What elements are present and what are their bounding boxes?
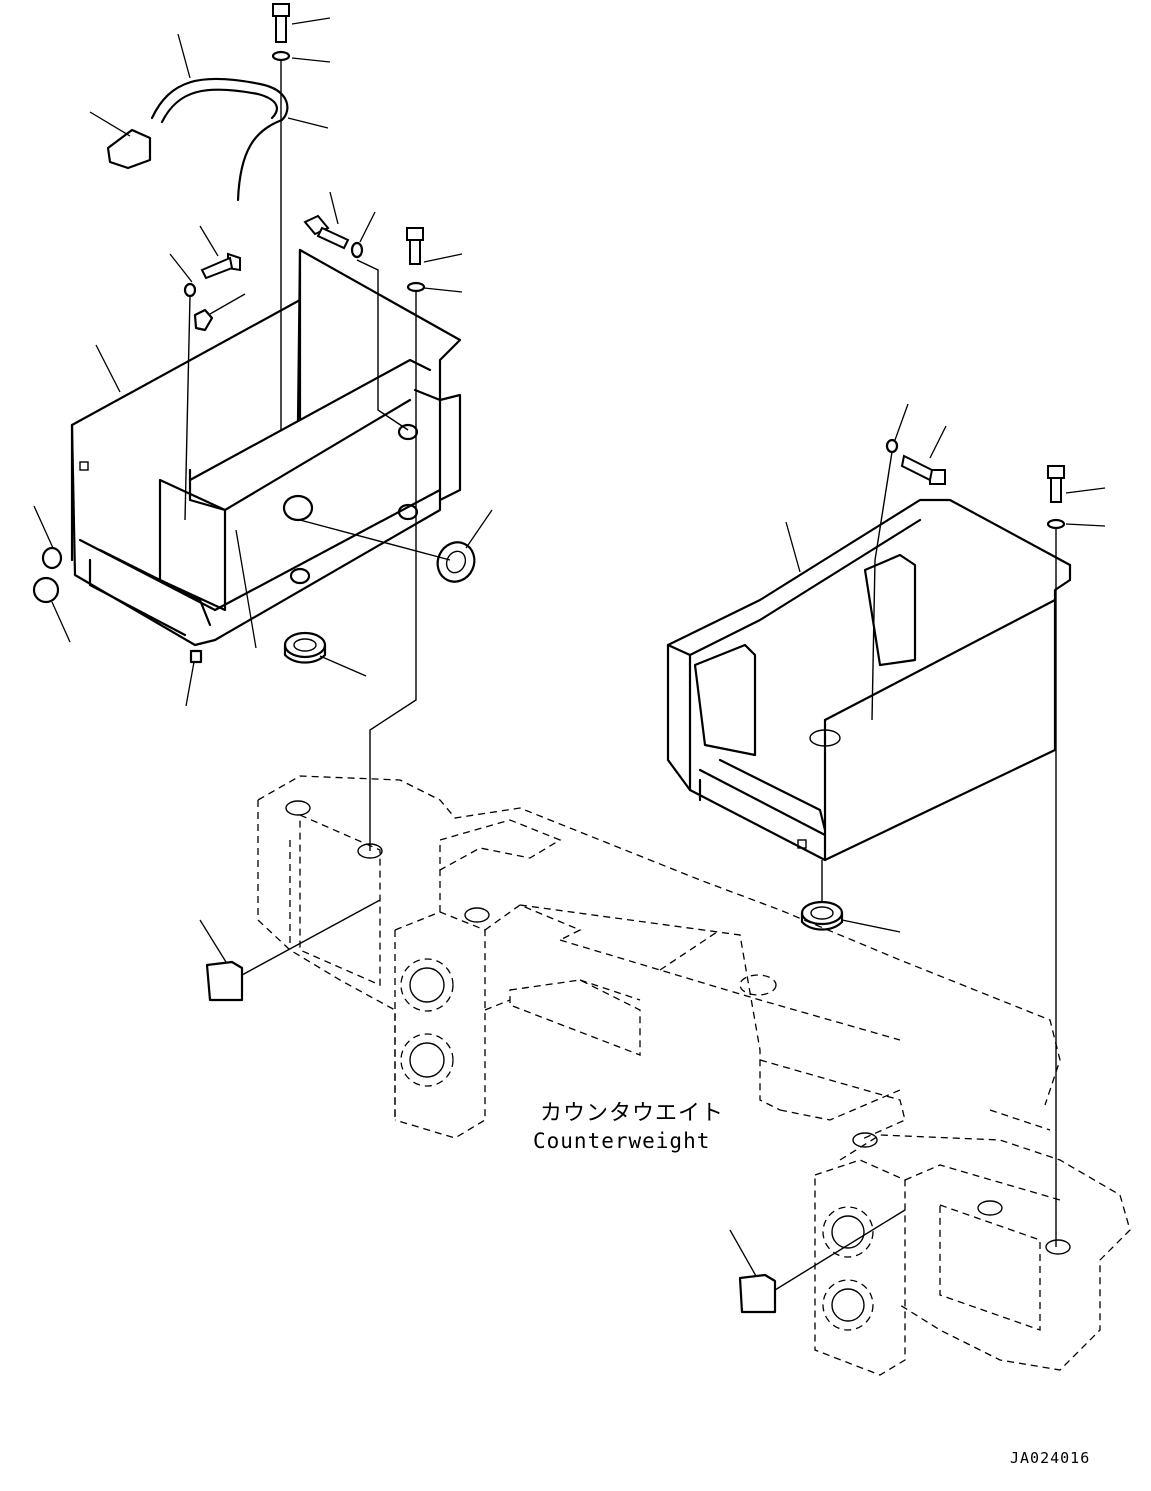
label-backdrop bbox=[530, 1098, 705, 1158]
clip-icon bbox=[193, 308, 214, 332]
rubber-pad-right-icon bbox=[738, 1273, 777, 1314]
nut-icon bbox=[41, 546, 63, 570]
bolt-mid-icon bbox=[406, 227, 424, 265]
counterweight-label-jp: カウンタウエイト bbox=[540, 1101, 724, 1126]
right-battery-box bbox=[666, 498, 1072, 862]
small-block-icon bbox=[189, 649, 203, 664]
leader-lines bbox=[33, 17, 1106, 1277]
washer-mid-icon bbox=[406, 281, 426, 293]
bolt-left-icon bbox=[200, 252, 241, 280]
counterweight-label-en: Counterweight bbox=[533, 1129, 710, 1153]
washer-top-icon bbox=[271, 50, 291, 62]
cap-icon bbox=[32, 576, 60, 604]
counterweight-outline bbox=[205, 775, 1131, 1376]
washer-side-icon bbox=[350, 241, 364, 259]
rubber-pad-left-icon bbox=[205, 960, 244, 1002]
washer-right-icon bbox=[1046, 518, 1066, 530]
battery-cable bbox=[106, 77, 289, 202]
grommet-left-icon bbox=[283, 631, 327, 664]
bolt-top-icon bbox=[272, 3, 290, 43]
grommet-oval-icon bbox=[436, 541, 476, 583]
bolt-right-top-icon bbox=[1047, 465, 1065, 503]
terminal-cover-icon bbox=[106, 128, 152, 170]
washer-right-side-icon bbox=[885, 438, 899, 454]
bolt-right-side-icon bbox=[900, 454, 946, 485]
drawing-id: JA024016 bbox=[1010, 1449, 1090, 1467]
washer-left-icon bbox=[183, 282, 197, 298]
grommet-right-icon bbox=[800, 900, 844, 931]
bolt-side-icon bbox=[303, 214, 350, 250]
left-battery-box bbox=[70, 248, 462, 647]
assembly-lines bbox=[184, 60, 1057, 1291]
